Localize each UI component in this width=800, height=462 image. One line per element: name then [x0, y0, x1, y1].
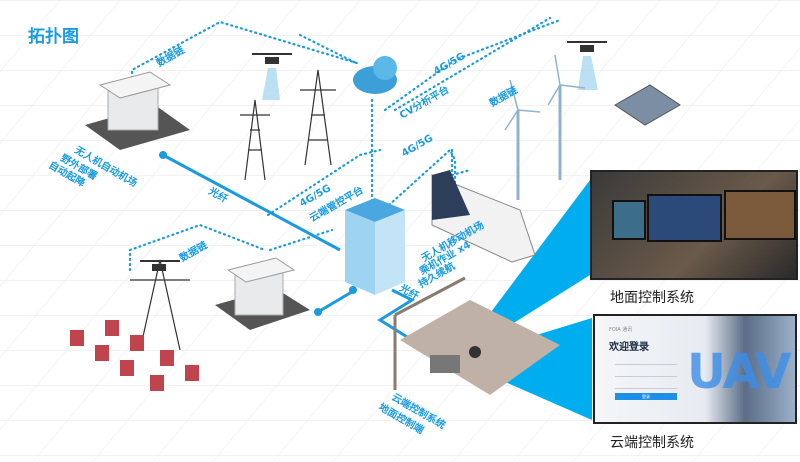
username-field[interactable]: [615, 364, 677, 365]
captcha-field[interactable]: [615, 388, 677, 389]
wind-turbine-icon: [504, 54, 586, 200]
login-heading: 欢迎登录: [609, 342, 649, 353]
server-building-icon: [345, 198, 405, 295]
login-brand: FOIA 通讯: [609, 327, 633, 333]
substation-icon: [70, 320, 199, 391]
cloud-platform-icon: [353, 56, 397, 94]
ground-control-photo: [590, 170, 798, 280]
cloud-control-login-screenshot: FOIA 通讯 欢迎登录 登录 UAV: [593, 314, 797, 424]
drone-airport-icon: [85, 71, 310, 330]
uav-watermark: UAV: [687, 344, 792, 400]
page-title: 拓扑图: [28, 27, 79, 47]
caption-cloud-control: 云端控制系统: [610, 435, 694, 451]
password-field[interactable]: [615, 376, 677, 377]
solar-panel-icon: [614, 84, 681, 126]
control-room-icon: [393, 276, 560, 395]
mobile-airport-vehicle-icon: [431, 170, 536, 263]
caption-ground-control: 地面控制系统: [610, 290, 694, 306]
login-button[interactable]: 登录: [615, 393, 677, 400]
drone-icon: [140, 41, 607, 271]
